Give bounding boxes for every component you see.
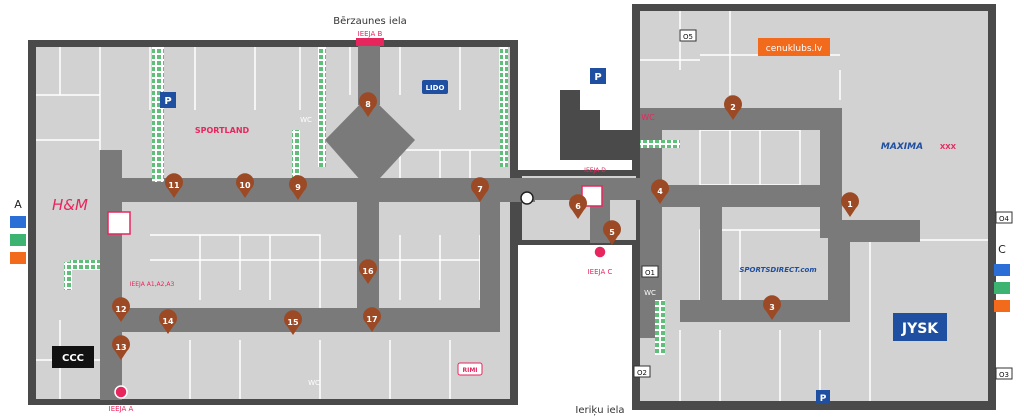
svg-text:O1: O1 bbox=[645, 269, 655, 277]
svg-text:6: 6 bbox=[575, 202, 581, 211]
transport-legend-left: A bbox=[10, 198, 26, 264]
svg-text:1: 1 bbox=[847, 200, 853, 209]
escalator-icon bbox=[107, 211, 131, 235]
store-cenuklubs[interactable]: cenuklubs.lv bbox=[758, 38, 830, 56]
svg-text:O2: O2 bbox=[637, 369, 647, 377]
exit-code-o3: O3 bbox=[995, 367, 1013, 380]
svg-text:SPORTSDIRECT.com: SPORTSDIRECT.com bbox=[739, 266, 816, 274]
exit-code-o4: O4 bbox=[995, 211, 1013, 224]
street-south: Ieriķu iela bbox=[575, 405, 624, 416]
exit-code-o5: O5 bbox=[679, 29, 697, 42]
map-pin-11[interactable]: 11 bbox=[164, 173, 183, 198]
map-pin-15[interactable]: 15 bbox=[284, 310, 302, 335]
store-maxima[interactable]: MAXIMA XXX bbox=[881, 142, 957, 152]
map-pin-10[interactable]: 10 bbox=[236, 173, 254, 198]
svg-text:P: P bbox=[594, 72, 601, 83]
wc-1: WC bbox=[300, 116, 312, 124]
svg-text:13: 13 bbox=[115, 343, 126, 352]
svg-text:O3: O3 bbox=[999, 371, 1009, 379]
entrance-b[interactable]: IEEJA B bbox=[356, 30, 384, 46]
map-pin-1[interactable]: 1 bbox=[841, 192, 859, 217]
svg-text:8: 8 bbox=[365, 100, 371, 109]
svg-text:cenuklubs.lv: cenuklubs.lv bbox=[766, 44, 823, 54]
svg-text:JYSK: JYSK bbox=[901, 321, 939, 337]
entrance-a[interactable]: IEEJA A bbox=[109, 385, 134, 413]
svg-text:11: 11 bbox=[168, 181, 180, 190]
svg-text:RIMI: RIMI bbox=[462, 367, 477, 374]
svg-text:12: 12 bbox=[115, 305, 126, 314]
map-pin-2[interactable]: 2 bbox=[723, 95, 742, 120]
svg-text:17: 17 bbox=[366, 315, 377, 324]
svg-text:IEEJA C: IEEJA C bbox=[588, 268, 613, 276]
wc-5: WC bbox=[644, 289, 656, 297]
svg-text:IEEJA B: IEEJA B bbox=[358, 30, 383, 38]
svg-text:P: P bbox=[820, 394, 827, 404]
svg-text:9: 9 bbox=[295, 183, 301, 192]
store-sportsdirect[interactable]: SPORTSDIRECT.com bbox=[739, 266, 816, 274]
map-pin-17[interactable]: 17 bbox=[363, 307, 382, 332]
transport-legend-right: C bbox=[994, 243, 1010, 312]
svg-text:O5: O5 bbox=[683, 33, 693, 41]
map-pin-3[interactable]: 3 bbox=[763, 295, 782, 320]
entrance-a-levels: IEEJA A1,A2,A3 bbox=[130, 281, 175, 288]
svg-text:5: 5 bbox=[609, 228, 615, 237]
map-pin-5[interactable]: 5 bbox=[603, 220, 621, 245]
exit-code-o2: O2 bbox=[633, 365, 651, 378]
store-ccc[interactable]: CCC bbox=[52, 346, 94, 368]
store-jysk[interactable]: JYSK bbox=[893, 313, 947, 341]
svg-text:10: 10 bbox=[239, 181, 251, 190]
wc-2: WC bbox=[641, 113, 655, 122]
svg-text:LIDO: LIDO bbox=[426, 84, 445, 92]
wc-3: WC bbox=[541, 271, 553, 279]
entrance-c[interactable]: IEEJA C bbox=[588, 245, 613, 276]
map-pin-9[interactable]: 9 bbox=[289, 175, 308, 200]
map-pin-7[interactable]: 7 bbox=[471, 177, 490, 202]
svg-text:IEEJA A: IEEJA A bbox=[109, 405, 134, 413]
store-lido[interactable]: LIDO bbox=[422, 80, 448, 94]
svg-text:4: 4 bbox=[657, 187, 663, 196]
svg-text:3: 3 bbox=[769, 303, 775, 312]
svg-text:IEEJA D: IEEJA D bbox=[584, 167, 606, 174]
wc-4: WC bbox=[308, 379, 320, 387]
store-hm[interactable]: H&M bbox=[52, 196, 88, 214]
map-pin-4[interactable]: 4 bbox=[650, 179, 669, 204]
svg-text:SPORTLAND: SPORTLAND bbox=[195, 126, 250, 135]
parking-left: P bbox=[160, 92, 176, 108]
map-pin-6[interactable]: 6 bbox=[569, 194, 587, 219]
svg-text:7: 7 bbox=[477, 185, 483, 194]
parking-bottom: P bbox=[816, 390, 830, 404]
emergency-routes bbox=[64, 47, 680, 355]
map-pin-12[interactable]: 12 bbox=[112, 297, 130, 322]
svg-text:16: 16 bbox=[362, 267, 374, 276]
svg-text:O4: O4 bbox=[999, 215, 1010, 223]
svg-text:14: 14 bbox=[162, 317, 174, 326]
entrance-d[interactable]: IEEJA D bbox=[584, 167, 606, 174]
svg-text:2: 2 bbox=[730, 103, 736, 112]
svg-text:MAXIMA: MAXIMA bbox=[881, 142, 923, 152]
svg-text:CCC: CCC bbox=[62, 353, 84, 364]
svg-text:A: A bbox=[14, 198, 22, 211]
info-icon bbox=[520, 191, 534, 205]
map-pin-14[interactable]: 14 bbox=[159, 309, 178, 334]
svg-text:C: C bbox=[998, 243, 1006, 256]
exit-code-o1: O1 bbox=[641, 265, 659, 278]
map-pin-16[interactable]: 16 bbox=[359, 259, 377, 284]
street-north: Bērzaunes iela bbox=[333, 16, 407, 27]
connector-building bbox=[518, 90, 640, 245]
parking-top: P bbox=[590, 68, 606, 84]
store-sportland[interactable]: SPORTLAND bbox=[195, 126, 250, 135]
svg-text:15: 15 bbox=[287, 318, 299, 327]
map-pin-13[interactable]: 13 bbox=[112, 335, 130, 360]
svg-text:P: P bbox=[164, 96, 171, 107]
map-pin-8[interactable]: 8 bbox=[359, 92, 377, 117]
store-rimi[interactable]: RIMI bbox=[457, 362, 483, 376]
svg-text:XXX: XXX bbox=[940, 143, 957, 151]
